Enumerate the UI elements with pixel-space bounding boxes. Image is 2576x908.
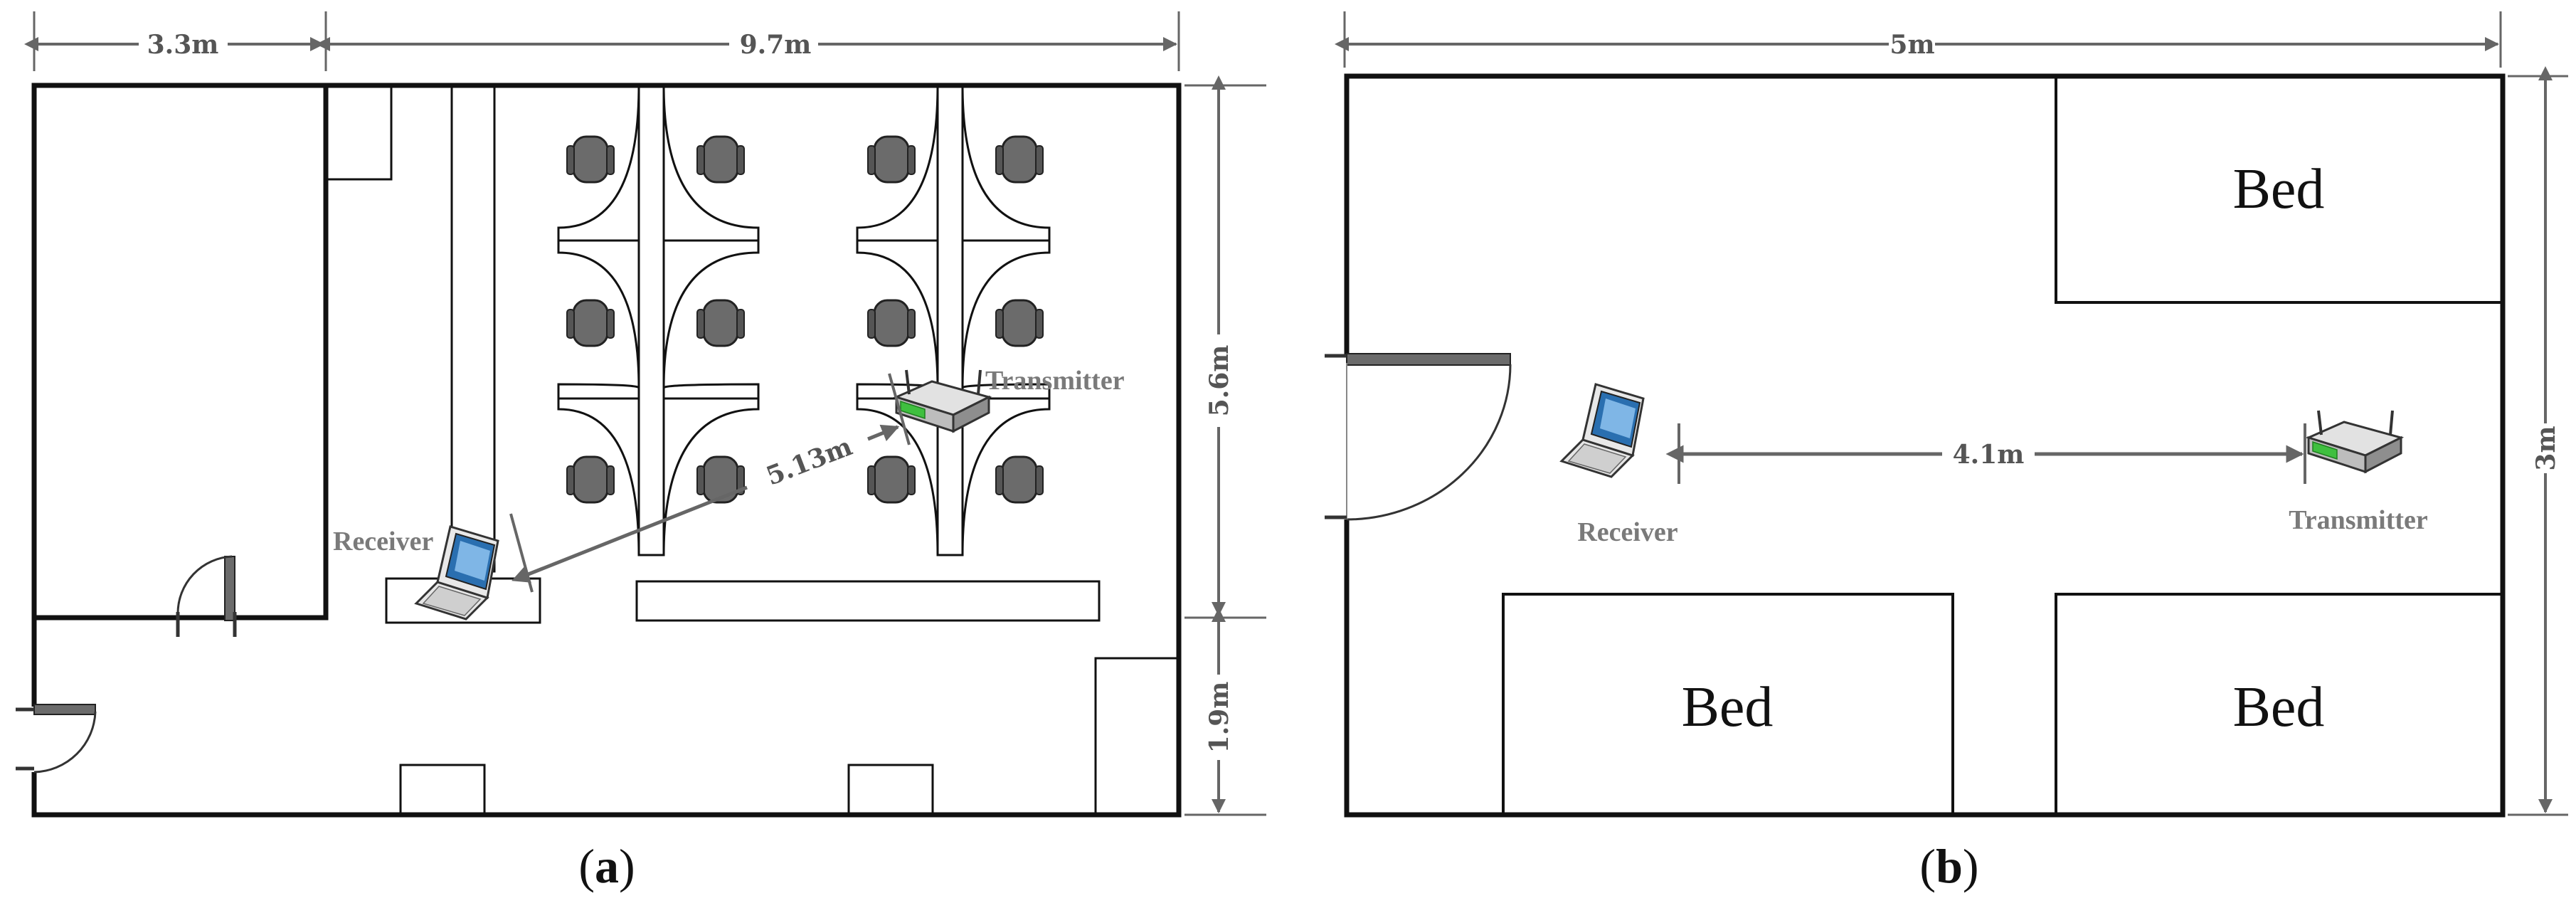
- walls-b: [1344, 73, 2506, 818]
- beds: [1502, 75, 2504, 816]
- router-icon: [895, 369, 990, 433]
- dim-lower-height-label: 1.9m: [1204, 682, 1234, 754]
- dimension-left-width: 3.3m: [24, 11, 327, 71]
- distance-a-label: 5.13m: [762, 431, 856, 491]
- caption-b: (b): [1919, 839, 1978, 893]
- chair: [866, 299, 916, 347]
- chair: [995, 299, 1044, 347]
- inner-door: [176, 555, 237, 637]
- dimension-height-b: 3m: [2508, 66, 2568, 816]
- receiver-label-b: Receiver: [1577, 517, 1677, 547]
- dimension-right-width: 9.7m: [316, 11, 1180, 71]
- panel-b: 5m 3m Bed Bed Bed: [1325, 11, 2568, 893]
- bed-label: Bed: [1682, 676, 1774, 739]
- dim-left-width-label: 3.3m: [147, 30, 219, 60]
- router-icon: [2307, 409, 2402, 473]
- chair: [566, 455, 615, 504]
- entrance-door: [16, 704, 97, 774]
- bed: [2055, 593, 2504, 816]
- chair: [696, 299, 746, 347]
- laptop-icon: [1560, 383, 1645, 478]
- dimension-width-b: 5m: [1335, 11, 2502, 68]
- bed-label: Bed: [2233, 158, 2325, 221]
- dim-upper-height-label: 5.6m: [1204, 345, 1234, 417]
- panel-a: 3.3m 9.7m 5.6m 1.9m: [16, 11, 1266, 893]
- desk-cluster-2: [856, 84, 1051, 556]
- walls-a: [31, 83, 1182, 818]
- distance-b: 4.1m: [1665, 423, 2306, 484]
- transmitter-label-b: Transmitter: [2289, 505, 2428, 535]
- desk-cluster-1: [557, 84, 760, 556]
- receiver-label-a: Receiver: [333, 527, 433, 556]
- door-b: [1325, 353, 1512, 521]
- distance-b-label: 4.1m: [1953, 440, 2025, 470]
- chair: [995, 135, 1044, 184]
- transmitter-label-a: Transmitter: [985, 366, 1125, 396]
- dim-height-b-label: 3m: [2531, 426, 2561, 470]
- dimension-heights: 5.6m 1.9m: [1184, 75, 1266, 816]
- chair: [566, 299, 615, 347]
- chair: [995, 455, 1044, 504]
- chair: [866, 455, 916, 504]
- caption-a: (a): [578, 839, 635, 893]
- chair: [696, 135, 746, 184]
- chair: [696, 455, 746, 504]
- bed: [2055, 75, 2504, 304]
- dim-width-b-label: 5m: [1889, 30, 1934, 60]
- chair: [566, 135, 615, 184]
- bed: [1502, 593, 1954, 816]
- furniture-a: [324, 84, 1180, 816]
- chair: [866, 135, 916, 184]
- bed-label: Bed: [2233, 676, 2325, 739]
- dim-right-width-label: 9.7m: [740, 30, 812, 60]
